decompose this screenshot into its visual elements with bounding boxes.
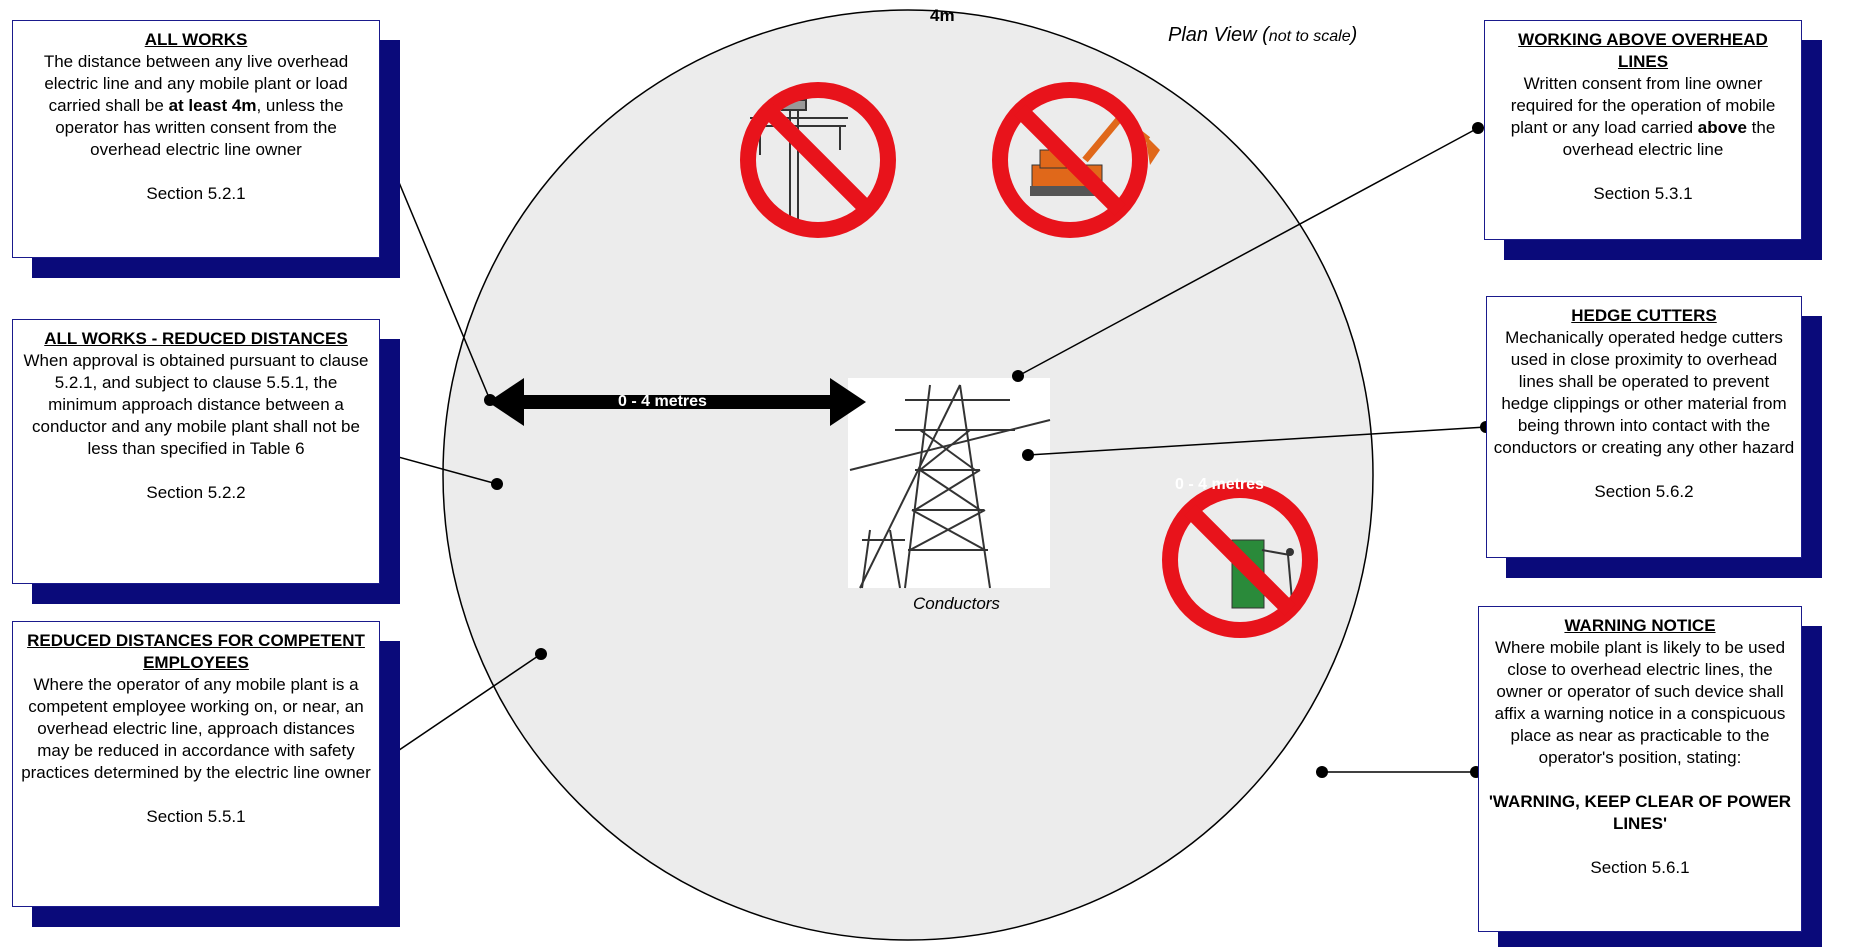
overlay-distance-label: 0 - 4 metres	[1175, 476, 1264, 493]
reduced-distances-box: ALL WORKS - REDUCED DISTANCES When appro…	[12, 319, 380, 584]
competent-employees-section: Section 5.5.1	[146, 807, 246, 826]
hedge-cutters-section: Section 5.6.2	[1594, 482, 1694, 501]
warning-notice-box: WARNING NOTICE Where mobile plant is lik…	[1478, 606, 1802, 932]
all-works-box: ALL WORKS The distance between any live …	[12, 20, 380, 258]
reduced-distances-title: ALL WORKS - REDUCED DISTANCES	[44, 329, 348, 348]
warning-notice-quote: 'WARNING, KEEP CLEAR OF POWER LINES'	[1488, 792, 1792, 833]
all-works-section: Section 5.2.1	[146, 184, 246, 203]
working-above-box: WORKING ABOVE OVERHEAD LINES Written con…	[1484, 20, 1802, 240]
competent-employees-body: Where the operator of any mobile plant i…	[21, 675, 371, 782]
plan-view-note: not to scale	[1268, 28, 1351, 45]
prohibited-crane-icon	[740, 82, 896, 238]
all-works-body: The distance between any live overhead e…	[43, 52, 349, 159]
working-above-section: Section 5.3.1	[1593, 184, 1693, 203]
prohibited-hedge-cutter-icon	[1162, 482, 1318, 638]
top-distance-label: 4m	[930, 6, 955, 25]
arrow-label: 0 - 4 metres	[618, 393, 707, 410]
hedge-cutters-body: Mechanically operated hedge cutters used…	[1493, 328, 1795, 457]
leader-lines	[379, 127, 1487, 773]
reduced-distances-body: When approval is obtained pursuant to cl…	[23, 351, 369, 458]
plan-view-close: )	[1350, 24, 1358, 46]
all-works-title: ALL WORKS	[144, 30, 248, 49]
conductors-label: Conductors	[913, 594, 1000, 613]
warning-notice-section: Section 5.6.1	[1590, 858, 1690, 877]
plan-view-title: Plan View (not to scale)	[1168, 24, 1357, 47]
reduced-distances-section: Section 5.2.2	[146, 483, 246, 502]
pylon-image	[848, 378, 1051, 589]
warning-notice-body: Where mobile plant is likely to be used …	[1494, 638, 1786, 767]
working-above-title: WORKING ABOVE OVERHEAD LINES	[1518, 30, 1768, 71]
distance-arrow	[488, 378, 866, 426]
plan-view-text: Plan View (	[1168, 24, 1269, 46]
competent-employees-title: REDUCED DISTANCES FOR COMPETENT EMPLOYEE…	[27, 631, 365, 672]
hedge-cutters-title: HEDGE CUTTERS	[1571, 306, 1717, 325]
hedge-cutters-box: HEDGE CUTTERS Mechanically operated hedg…	[1486, 296, 1802, 558]
working-above-body: Written consent from line owner required…	[1510, 74, 1776, 159]
prohibited-excavator-icon	[992, 82, 1160, 238]
competent-employees-box: REDUCED DISTANCES FOR COMPETENT EMPLOYEE…	[12, 621, 380, 907]
warning-notice-title: WARNING NOTICE	[1564, 616, 1716, 635]
